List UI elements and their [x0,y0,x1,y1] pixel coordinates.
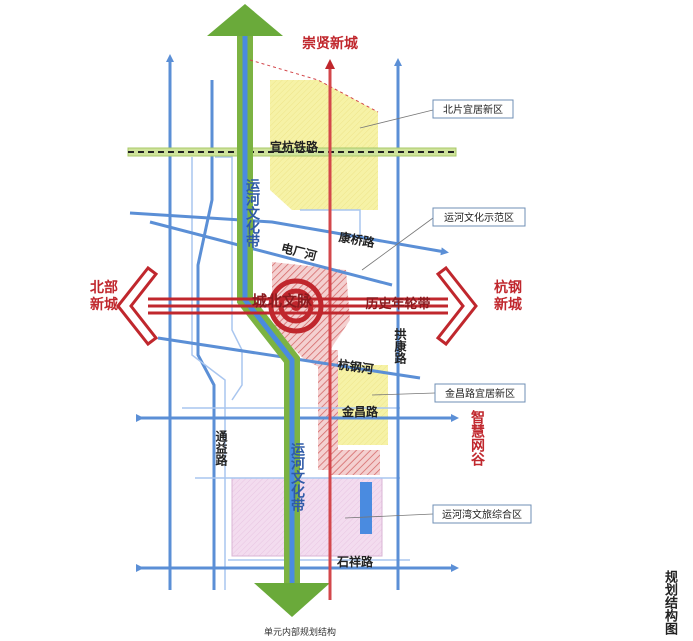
ring-mid [278,288,314,324]
label-chengbei: 城北文脉 [252,292,313,310]
callout-yunhe-bay: 运河湾文旅综合区 [432,504,532,524]
caption: 单元内部规划结构 [264,626,336,638]
zone-jinchang-residential [338,365,388,445]
callout-jinchang-residential: 金昌路宜居新区 [434,383,526,403]
svg-text:金昌路宜居新区: 金昌路宜居新区 [445,387,515,400]
canal-arrow-top [207,4,283,36]
side-title: 规划结构图 [662,570,677,635]
zone-yunhe-bay [231,477,383,557]
callout-leaders [344,109,436,519]
label-kangqiao: 康桥路 [338,229,377,250]
label-zhihui: 智慧网谷 [469,410,485,466]
label-lishi: 历史年轮带 [365,296,430,312]
chevron-left [116,265,159,347]
road-thin-1 [191,157,226,590]
ring-outer [268,278,324,334]
road-thin-3 [300,209,361,240]
zone-hatch-column [318,350,338,470]
canal-belt-river [242,30,295,590]
zone-blue-block [360,482,372,534]
label-shixiang: 石祥路 [336,554,374,569]
label-hanggang-river: 杭钢河 [337,357,375,377]
zone-hatch-bottom [330,450,380,475]
callout-yunhe-demo: 运河文化示范区 [432,207,526,227]
ring-inner [291,301,301,311]
svg-text:运河文化示范区: 运河文化示范区 [444,211,514,224]
label-gongkang: 拱康路 [393,328,407,364]
callout-north-residential: 北片宜居新区 [432,99,514,119]
river-dianchang [149,220,393,287]
svg-text:北片宜居新区: 北片宜居新区 [443,103,503,116]
road-kangqiao [129,211,449,256]
chevron-right [435,265,478,347]
history-ring-belt [116,265,478,347]
label-xuanhang: 宣杭铁路 [270,139,319,154]
axis-red-dashed [249,59,379,113]
label-tongyi: 通益路 [214,430,228,466]
svg-text:运河湾文旅综合区: 运河湾文旅综合区 [442,508,522,521]
label-chongxian: 崇贤新城 [302,35,358,52]
railway-xuanhang [127,147,457,157]
canal-arrow-bottom [254,583,330,617]
label-yunhe-belt-lower: 运河文化带 [289,442,305,512]
label-yunhe-belt-upper: 运河文化带 [244,178,260,248]
label-jinchang-road: 金昌路 [341,404,379,419]
label-hanggang: 杭钢新城 [494,280,522,313]
road-thin-2 [215,156,243,401]
canal-belt [207,4,330,617]
zones [231,80,388,557]
zone-north-residential [270,80,378,210]
label-beibu: 北部新城 [90,280,118,313]
